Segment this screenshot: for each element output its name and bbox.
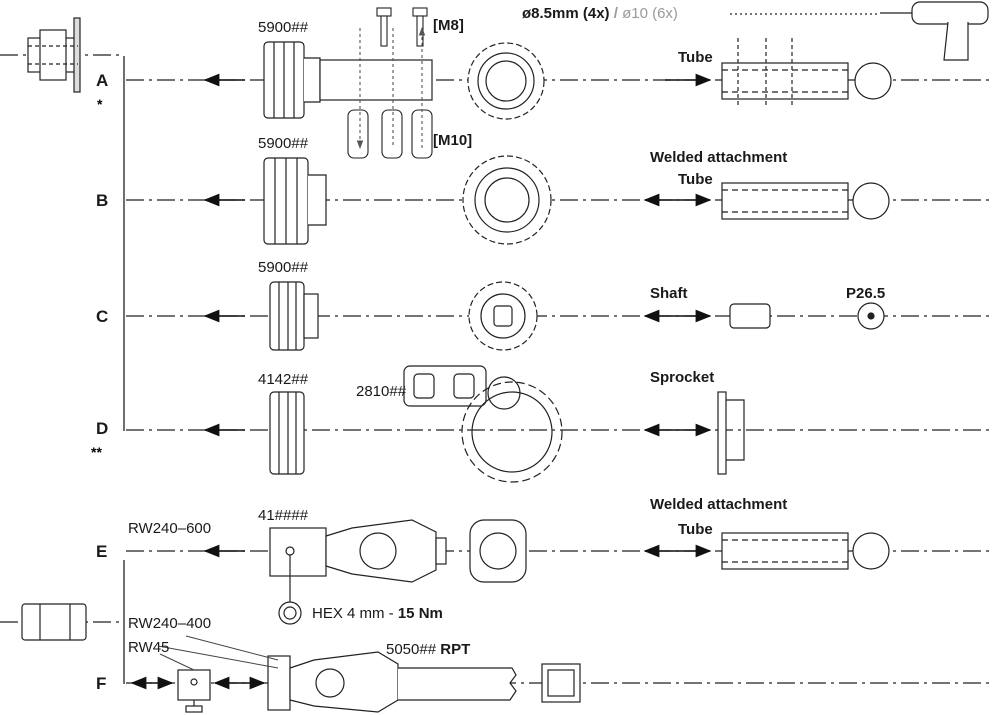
chain-loop-d-icon	[461, 381, 563, 483]
cable-e: RW240–600	[128, 520, 212, 537]
part-number-f: 5050## RPT	[386, 642, 470, 657]
sprocket-d-icon	[717, 391, 745, 475]
cable-f-b: RW45	[128, 639, 170, 656]
row-letter-d: D	[96, 419, 109, 438]
leader-rw240-400	[157, 645, 279, 669]
right-title-a: Tube	[678, 49, 713, 66]
chain-link-detail-icon	[403, 365, 521, 410]
end-view-a-icon	[467, 42, 545, 120]
row-d-marker: **	[91, 444, 102, 460]
part-number-d: 4142##	[258, 371, 309, 388]
chain-coupling-c-icon	[269, 281, 319, 351]
universal-joint-f-icon	[267, 651, 581, 713]
hex-note-torque: 15 Nm	[397, 605, 443, 622]
coupler-icon	[21, 603, 87, 641]
row-a-marker: *	[97, 96, 103, 112]
part-number-b: 5900##	[258, 135, 309, 152]
shaft-c-icon	[729, 302, 885, 330]
hex-socket-icon	[278, 555, 302, 625]
tube-b-icon	[721, 182, 890, 220]
tube-a-icon	[721, 13, 892, 108]
bolt-set-icon	[347, 7, 433, 159]
part-number-f-suffix: RPT	[440, 641, 471, 658]
part-number-c: 5900##	[258, 259, 309, 276]
right-sub-e: Tube	[678, 521, 713, 538]
universal-joint-e-icon	[269, 519, 447, 583]
chain-coupling-a-icon	[263, 41, 433, 119]
right-title-e: Welded attachment	[650, 496, 788, 513]
part-number-a: 5900##	[258, 19, 309, 36]
clamp-f-icon	[177, 669, 211, 713]
part-number-f-code: 5050##	[386, 641, 437, 658]
leader-hex	[185, 635, 279, 661]
leader-rw45	[159, 653, 195, 671]
row-letter-a: A	[96, 71, 109, 90]
right-sub-b: Tube	[678, 171, 713, 188]
end-view-b-icon	[462, 155, 552, 245]
row-letter-b: B	[96, 191, 109, 210]
part-number-e: 41####	[258, 507, 309, 524]
right-extra-c: P26.5	[846, 285, 886, 302]
right-title-b: Welded attachment	[650, 149, 788, 166]
end-view-c-icon	[468, 281, 538, 351]
drill-icon	[880, 1, 989, 61]
tube-e-icon	[721, 532, 890, 570]
sprocket-hub-icon	[27, 17, 81, 93]
end-view-e-icon	[469, 519, 527, 583]
chain-coupling-b-icon	[263, 157, 327, 245]
right-title-c: Shaft	[650, 285, 688, 302]
link-part-number: 2810##	[356, 383, 407, 400]
drill-spec: ø8.5mm (4x) / ø10 (6x)	[522, 6, 678, 21]
right-title-d: Sprocket	[650, 369, 715, 386]
bolt-label-m8: [M8]	[433, 17, 464, 34]
bolt-label-m10: [M10]	[433, 132, 473, 149]
row-letter-f: F	[96, 674, 107, 693]
cable-f-a: RW240–400	[128, 615, 212, 632]
row-letter-c: C	[96, 307, 109, 326]
drill-spec-secondary: ø10 (6x)	[622, 5, 678, 22]
drill-spec-separator: /	[613, 5, 618, 22]
row-letter-e: E	[96, 542, 108, 561]
chain-d-icon	[269, 391, 305, 475]
drill-spec-primary: ø8.5mm (4x)	[522, 5, 610, 22]
hex-torque-note: HEX 4 mm - 15 Nm	[312, 606, 443, 621]
hex-note-prefix: HEX 4 mm -	[312, 605, 398, 622]
